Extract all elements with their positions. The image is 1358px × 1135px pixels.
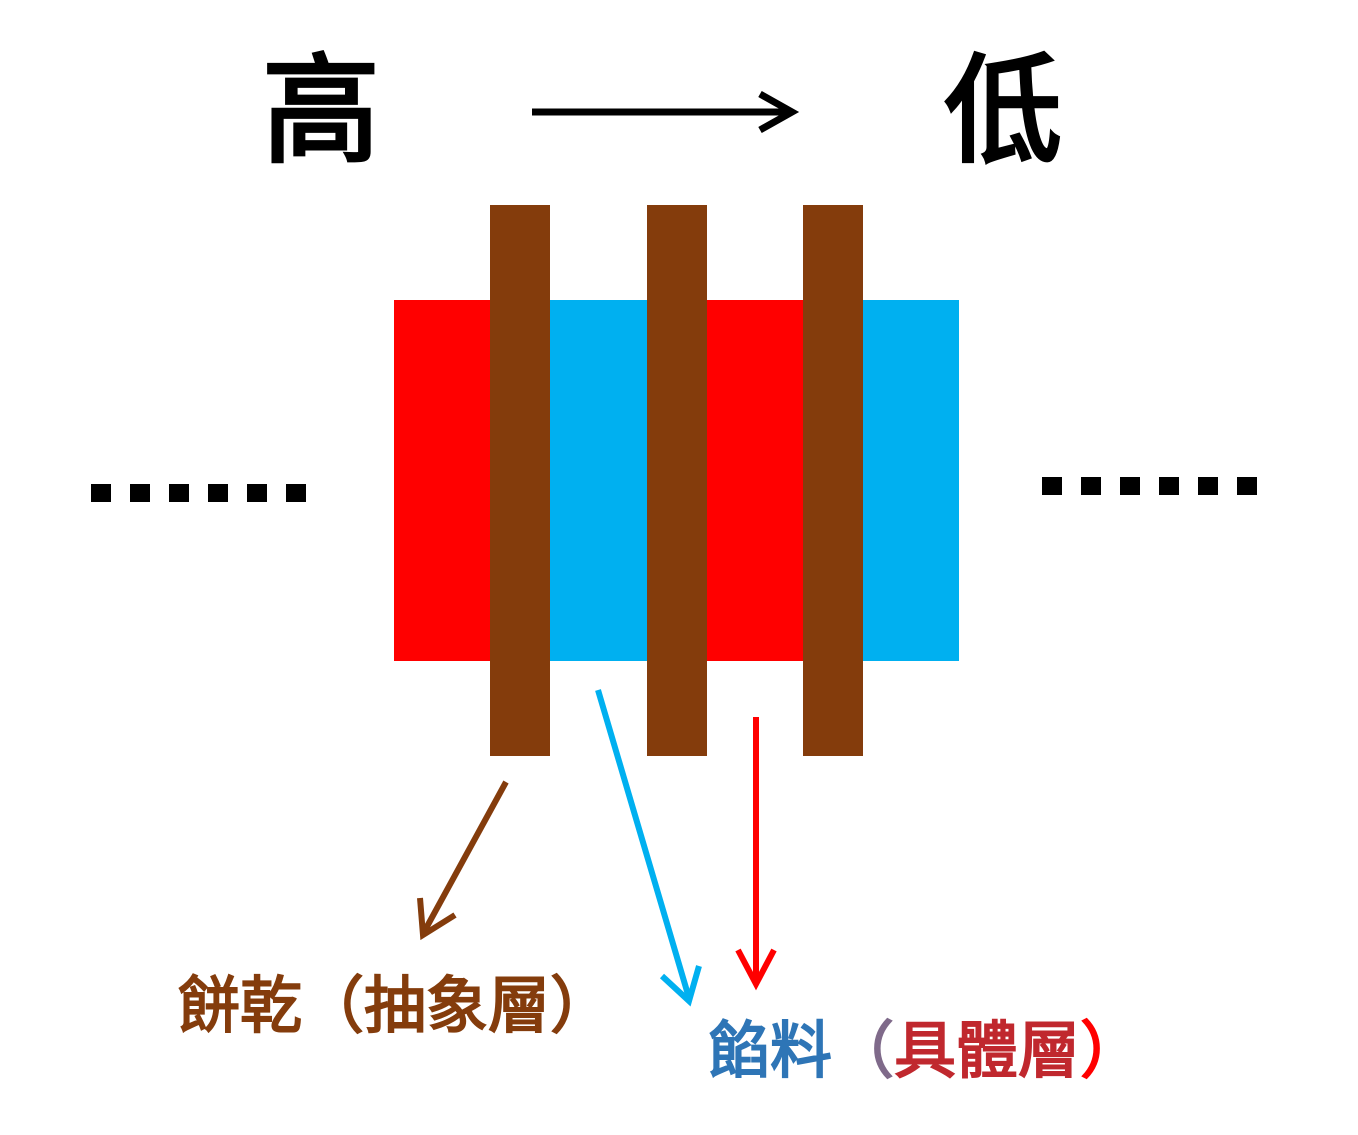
biscuit-layer-3 [803,205,863,756]
direction-arrow [532,90,800,134]
filling-open-paren: （ [832,1014,895,1087]
filling-layer-name: 具體層 [894,1014,1081,1087]
biscuit-open-paren: （ [302,969,365,1042]
ellipsis-left [91,484,306,502]
filling-layer-3 [707,300,803,661]
biscuit-label: 餅乾（抽象層） [178,975,612,1037]
filling-blue-pointer-arrow [595,689,702,1007]
biscuit-layer-name: 抽象層 [364,969,551,1042]
filling-red-pointer-arrow [735,717,777,991]
filling-layer-4 [863,300,959,661]
biscuit-layer-2 [647,205,707,756]
biscuit-close-paren: ） [550,969,613,1042]
filling-term: 餡料 [708,1014,833,1087]
biscuit-term: 餅乾 [178,969,303,1042]
filling-close-paren: ） [1080,1014,1143,1087]
biscuit-layer-1 [490,205,550,756]
biscuit-pointer-arrow [417,780,509,941]
filling-layer-1 [394,300,490,661]
filling-layer-2 [550,300,647,661]
high-label: 高 [262,42,381,180]
filling-label: 餡料（具體層） [708,1020,1142,1082]
low-label: 低 [944,42,1063,180]
ellipsis-right [1042,477,1257,495]
